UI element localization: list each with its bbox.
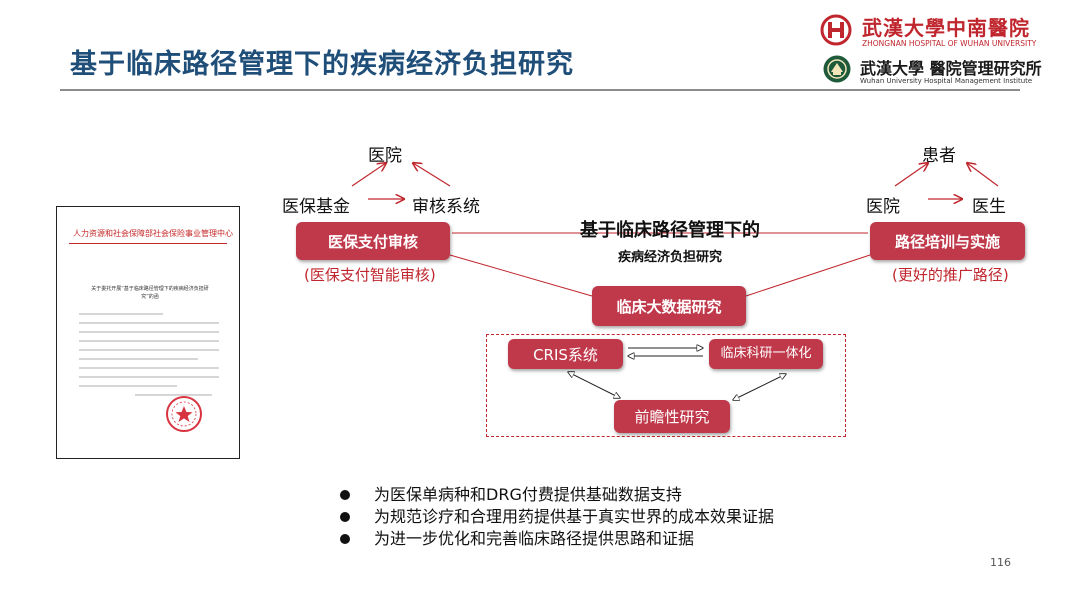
pathway-training-box: 路径培训与实施 (870, 222, 1025, 260)
cris-system-box: CRIS系统 (508, 339, 623, 369)
university-seal-icon (823, 55, 851, 83)
arrow-cris-prospective (568, 372, 620, 398)
clinical-big-data-box: 临床大数据研究 (592, 286, 746, 326)
patient-label: 患者 (922, 146, 956, 166)
bullet-text: 为规范诊疗和合理用药提供基于真实世界的成本效果证据 (374, 507, 775, 526)
connector-left (449, 254, 593, 297)
bullet-dot-icon (340, 512, 350, 522)
center-subtitle: 疾病经济负担研究 (617, 250, 722, 265)
bullet-item: 为医保单病种和DRG付费提供基础数据支持 (340, 484, 774, 506)
red-seal-icon (166, 396, 202, 432)
bullet-dot-icon (340, 490, 350, 500)
audit-system-label: 审核系统 (412, 197, 480, 217)
bullet-text: 为进一步优化和完善临床路径提供思路和证据 (374, 529, 695, 548)
bullet-text: 为医保单病种和DRG付费提供基础数据支持 (374, 485, 682, 504)
hospital-emblem-icon (820, 14, 852, 46)
insurance-payment-audit-note: (医保支付智能审核) (304, 266, 436, 284)
institute-name: 武漢大學 醫院管理研究所 (860, 59, 1042, 78)
document-subject: 关于委托开展“基于临床路径管理下的疾病经济负担研究”的函 (91, 286, 209, 300)
document-header: 人力资源和社会保障部社会保险事业管理中心 (73, 229, 233, 238)
prospective-research-box: 前瞻性研究 (614, 400, 730, 433)
insurance-payment-audit-box: 医保支付审核 (296, 222, 450, 260)
hospital-name-en: ZHONGNAN HOSPITAL OF WUHAN UNIVERSITY (862, 39, 1037, 48)
bullet-dot-icon (340, 534, 350, 544)
hospital-name: 武漢大學中南醫院 (862, 16, 1030, 40)
arrow-audit-to-hospital (413, 163, 451, 187)
slide-title: 基于临床路径管理下的疾病经济负担研究 (70, 49, 574, 80)
document-thumbnail: 人力资源和社会保障部社会保险事业管理中心 关于委托开展“基于临床路径管理下的疾病… (56, 206, 240, 459)
arrow-hospital-to-patient (894, 163, 928, 187)
right-hospital-label: 医院 (866, 197, 900, 217)
arrow-doctor-to-patient (967, 163, 999, 187)
page-number: 116 (990, 556, 1011, 569)
arrow-fund-to-hospital (351, 163, 386, 187)
title-divider (60, 89, 1020, 91)
left-hospital-label: 医院 (368, 146, 402, 166)
bullet-list: 为医保单病种和DRG付费提供基础数据支持 为规范诊疗和合理用药提供基于真实世界的… (340, 484, 774, 550)
bullet-item: 为规范诊疗和合理用药提供基于真实世界的成本效果证据 (340, 506, 774, 528)
bullet-item: 为进一步优化和完善临床路径提供思路和证据 (340, 528, 774, 550)
clinical-research-integration-box: 临床科研一体化 (709, 339, 823, 369)
hospital-logo: 武漢大學中南醫院 ZHONGNAN HOSPITAL OF WUHAN UNIV… (818, 12, 1036, 52)
research-platform-group (486, 334, 846, 437)
medical-insurance-fund-label: 医保基金 (282, 197, 350, 217)
doctor-label: 医生 (972, 197, 1006, 217)
document-header-rule (69, 243, 227, 244)
arrow-prospective-integration (733, 374, 786, 400)
institute-logo: 武漢大學 醫院管理研究所 Wuhan University Hospital M… (822, 53, 1042, 87)
pathway-training-note: (更好的推广路径) (892, 266, 1009, 284)
document-body-lines (79, 313, 219, 403)
institute-name-en: Wuhan University Hospital Management Ins… (860, 77, 1033, 85)
connector-right (745, 254, 871, 297)
center-title: 基于临床路径管理下的 (580, 220, 760, 241)
